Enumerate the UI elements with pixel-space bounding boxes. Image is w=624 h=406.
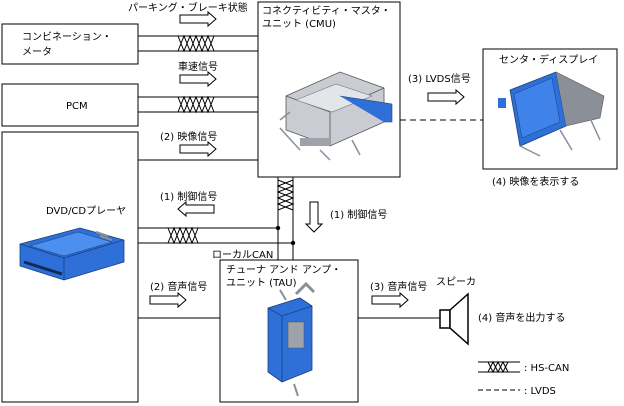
combination-meter-label-2: メータ [22,46,52,58]
parking-brake-signal-label: パーキング・ブレーキ状態 [128,1,248,14]
control-signal-left-label: (1) 制御信号 [160,190,217,203]
local-can-twist [167,226,199,245]
output-audio-label: (4) 音声を出力する [478,311,565,324]
center-display-label: センタ・ディスプレイ [499,53,598,66]
tau-label-1: チューナ アンド アンプ・ [226,264,341,276]
center-display-image [498,71,605,157]
video-signal-arrow [179,140,217,158]
cmu-label-2: ユニット (CMU) [262,19,336,30]
pcm-box [1,83,139,127]
control-signal-left-arrow [177,200,215,218]
tau-unit-image [267,281,316,397]
combination-meter-label-1: コンビネーション・ [22,31,112,43]
audio-signal-left-label: (2) 音声信号 [150,280,207,293]
audio-signal-right-label: (3) 音声信号 [370,280,427,293]
display-video-label: (4) 映像を表示する [492,175,579,188]
control-signal-down-label: (1) 制御信号 [330,208,387,221]
cmu-label-1: コネクティビティ・マスタ・ [262,5,391,17]
combination-meter-box [1,23,139,65]
speaker-label: スピーカ [436,276,476,288]
dvd-player-label: DVD/CDプレーヤ [46,205,126,217]
legend: : HS-CAN : LVDS [478,360,569,397]
legend-lvds-label: : LVDS [524,386,556,397]
audio-signal-left-arrow [149,291,187,309]
dvd-player-image [19,227,125,281]
hs-can-twist-meter [177,34,215,53]
local-can-label: ローカルCAN [212,249,273,261]
lvds-signal-label: (3) LVDS信号 [408,73,471,85]
legend-hs-can-label: : HS-CAN [524,363,569,374]
cmu-unit-image [279,71,393,161]
tau-label-2: ユニット (TAU) [226,278,297,289]
vehicle-speed-arrow [179,70,217,88]
parking-brake-arrow [179,10,217,28]
audio-signal-right-arrow [371,291,409,309]
lvds-signal-arrow [427,88,465,106]
pcm-label: PCM [66,101,88,112]
hs-can-twist-pcm [177,95,215,114]
hs-can-twist-cmu-tau [276,179,295,211]
video-signal-label: (2) 映像信号 [160,131,217,143]
speaker-icon [439,292,469,346]
control-signal-down-arrow [304,201,324,233]
vehicle-speed-signal-label: 車速信号 [178,60,218,73]
